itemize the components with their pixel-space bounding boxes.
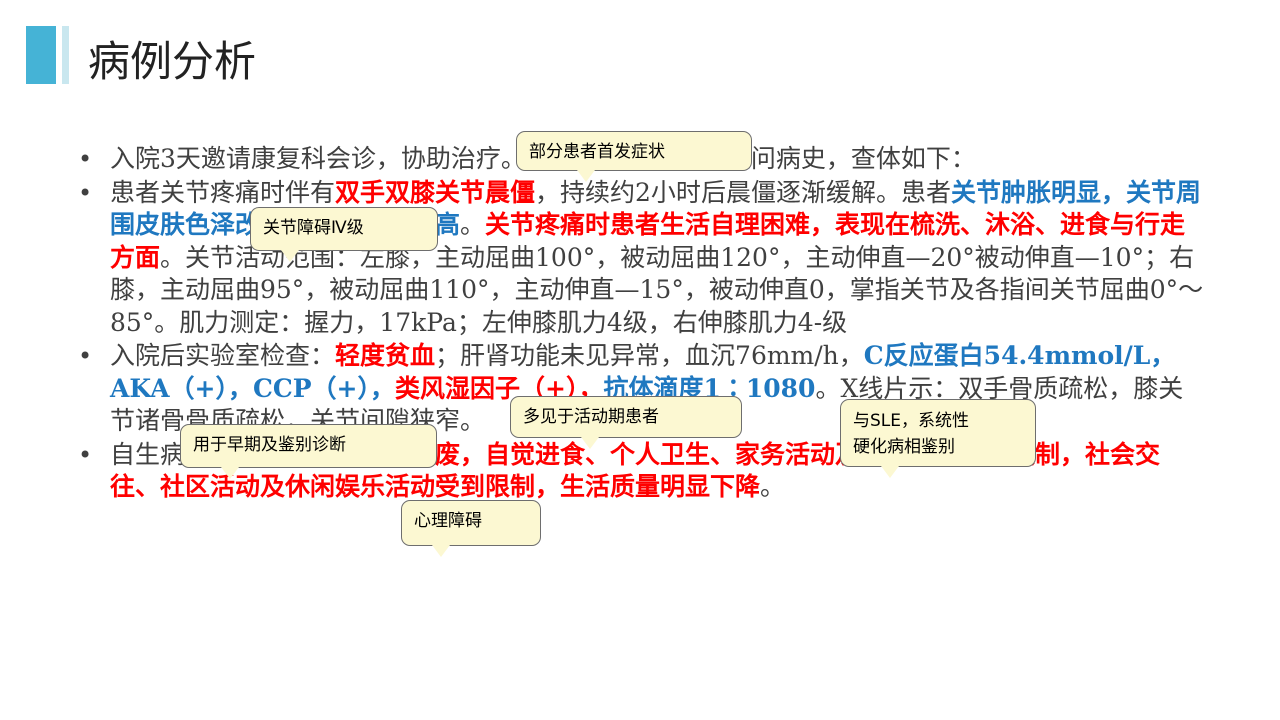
callout-joint-level: 关节障碍Ⅳ级	[250, 207, 438, 262]
title-accent-bar	[26, 26, 56, 84]
bullet-dot: •	[78, 178, 93, 207]
text-run: 患者关节疼痛时伴有	[110, 177, 336, 207]
callout-text: 关节障碍Ⅳ级	[263, 218, 364, 238]
callout-tail	[581, 437, 599, 449]
callout-text: 心理障碍	[414, 511, 482, 531]
callout-tail	[281, 250, 299, 262]
text-run: 。	[460, 210, 486, 239]
text-run: ，持续约2小时后晨僵逐渐缓解。患者	[535, 177, 951, 207]
bullet-paragraph-exam: • 患者关节疼痛时伴有双手双膝关节晨僵，持续约2小时后晨僵逐渐缓解。患者关节肿胀…	[78, 177, 1208, 340]
callout-text: 用于早期及鉴别诊断	[193, 435, 346, 455]
callout-sle-differential: 与SLE，系统性 硬化病相鉴别	[840, 399, 1036, 478]
red-highlight-run: 双手双膝关节晨僵	[335, 177, 536, 207]
callout-active-phase: 多见于活动期患者	[510, 396, 742, 449]
red-highlight-run: 关节疼痛时患者生活自理困难，表现在梳洗、沐浴、进食与行走方面	[110, 210, 1186, 272]
bullet-dot: •	[78, 145, 93, 173]
callout-early-diagnosis: 用于早期及鉴别诊断	[180, 424, 437, 479]
paragraph-text: 患者关节疼痛时伴有双手双膝关节晨僵，持续约2小时后晨僵逐渐缓解。患者关节肿胀明显…	[110, 178, 1203, 337]
text-run: ；肝肾功能未见异常，血沉76mm/h，	[435, 341, 864, 370]
page-title: 病例分析	[88, 37, 257, 86]
title-accent-bar-light	[62, 26, 69, 84]
blue-highlight-run: C反应蛋白54.4mmol/L，AKA（+），CCP（+），	[110, 341, 1176, 403]
callout-tail	[221, 467, 239, 479]
text-run: 。	[760, 472, 786, 501]
bullet-dot: •	[78, 440, 93, 469]
text-run: 入院后实验室检查：	[110, 341, 336, 370]
callout-text-line2: 硬化病相鉴别	[853, 437, 955, 457]
callout-text: 部分患者首发症状	[529, 142, 665, 162]
callout-text: 多见于活动期患者	[523, 407, 659, 427]
callout-tail	[881, 466, 899, 478]
callout-psych: 心理障碍	[401, 500, 541, 557]
callout-tail	[432, 545, 450, 557]
bullet-paragraph-lab: • 入院后实验室检查：轻度贫血；肝肾功能未见异常，血沉76mm/h，C反应蛋白5…	[78, 340, 1208, 438]
text-run: 。关节活动范围：左膝，主动屈曲100°，被动屈曲120°，主动伸直—20°被动伸…	[110, 242, 1204, 337]
callout-first-symptom: 部分患者首发症状	[516, 131, 752, 182]
bullet-dot: •	[78, 342, 93, 370]
callout-tail	[577, 170, 595, 182]
paragraph-text: 入院后实验室检查：轻度贫血；肝肾功能未见异常，血沉76mm/h，C反应蛋白54.…	[110, 341, 1183, 435]
callout-text-line1: 与SLE，系统性	[853, 411, 970, 431]
red-highlight-run: 轻度贫血	[335, 341, 436, 370]
